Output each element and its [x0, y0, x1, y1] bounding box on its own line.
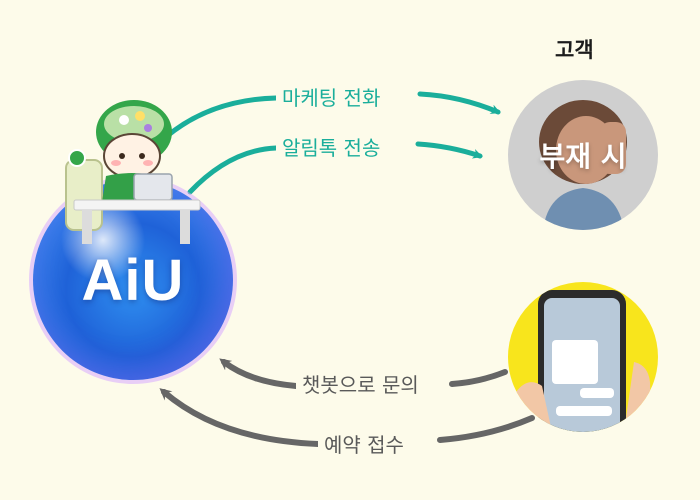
reservation-label: 예약 접수: [318, 432, 410, 458]
customer-title: 고객: [555, 38, 594, 62]
chatbot-inquiry-arrow: [224, 362, 508, 389]
chatbot-inquiry-label: 챗봇으로 문의: [296, 372, 425, 398]
alimtalk-arrow: [187, 141, 480, 195]
agent-character-icon: [65, 100, 201, 244]
customer-avatar-icon: [539, 100, 627, 230]
phone-circle: [508, 282, 658, 432]
aiu-logo-text: AiU: [81, 247, 185, 313]
aiu-orb: AiU: [33, 180, 233, 380]
alimtalk-send-label: 알림톡 전송: [276, 135, 387, 161]
reservation-arrow: [164, 392, 535, 447]
absent-label: 부재 시: [539, 140, 627, 173]
absent-customer-avatar: 부재 시: [508, 80, 658, 230]
chatbot-phone-icon: [516, 290, 651, 432]
marketing-call-label: 마케팅 전화: [276, 85, 387, 111]
